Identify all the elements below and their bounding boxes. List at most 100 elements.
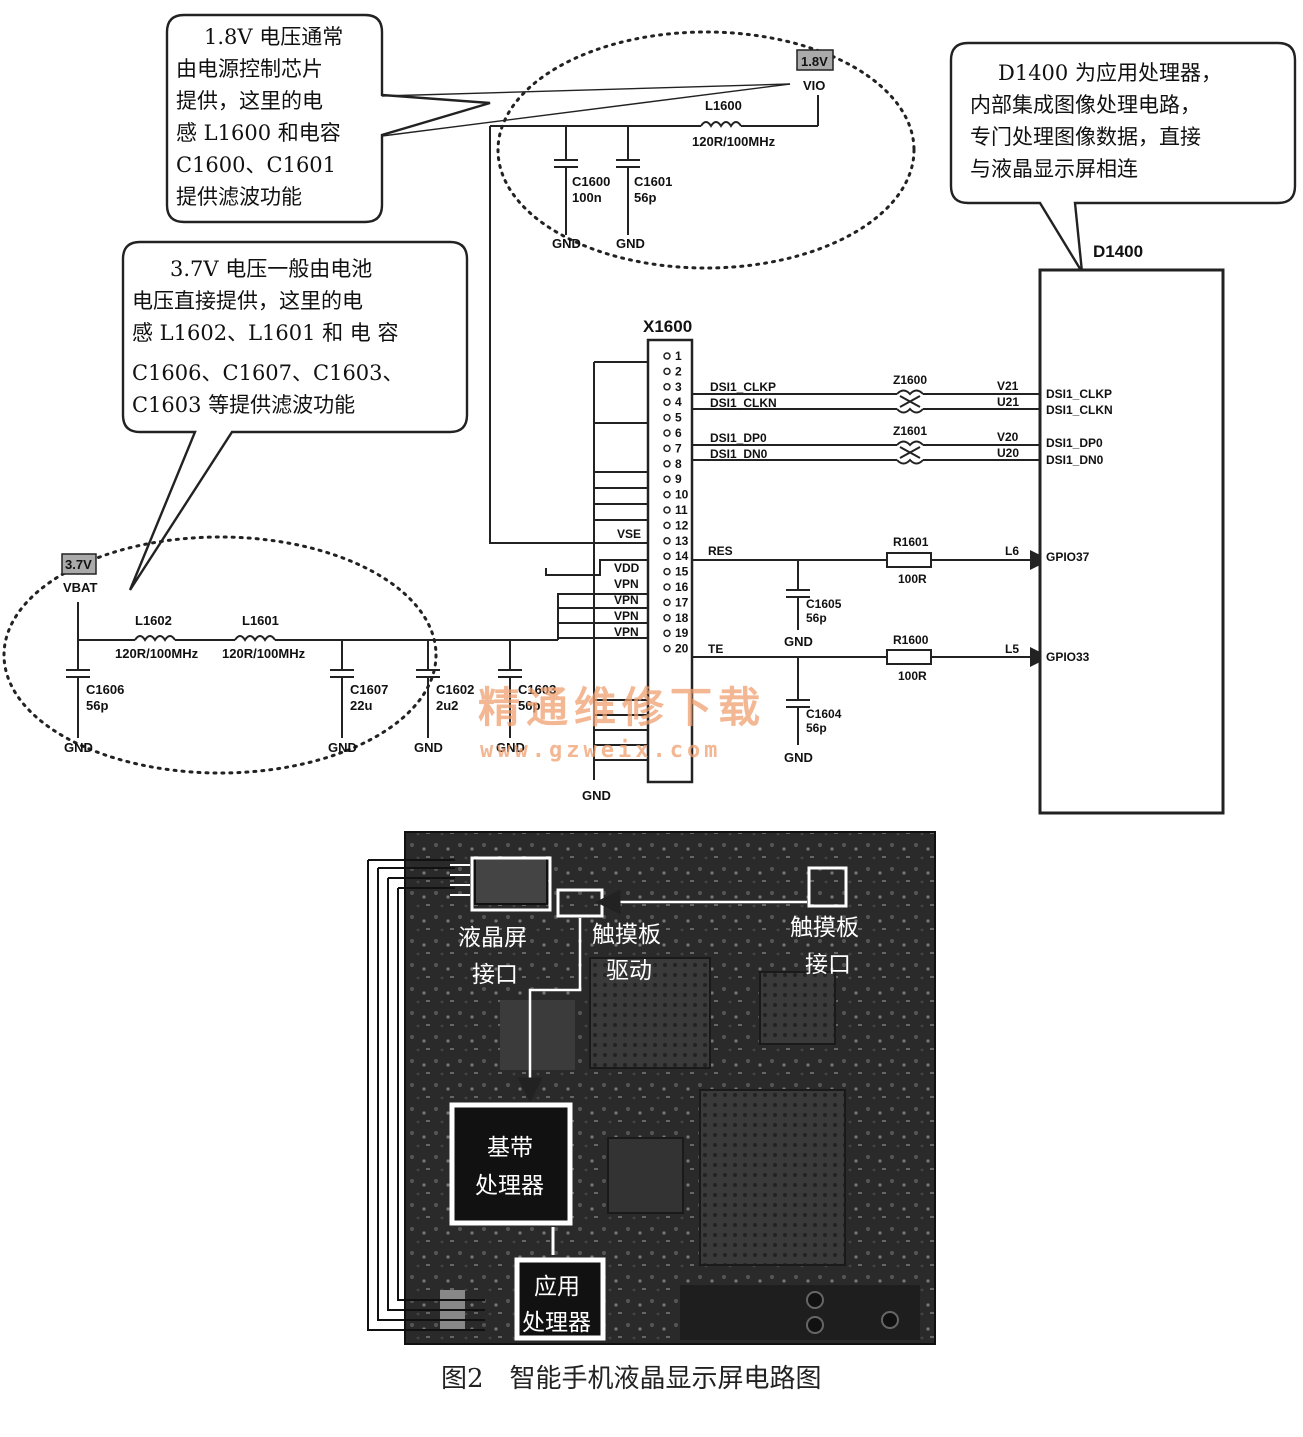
x1600-pin-pad xyxy=(663,506,671,514)
callout-1v8-line-5: C1600、C1601 xyxy=(176,153,336,177)
x1600-gnd-bus xyxy=(593,361,648,780)
x1600-pin-number: 8 xyxy=(675,457,682,471)
vio-filter-block: 1.8V VIO L1600 120R/100MHz C1600 100n GN… xyxy=(490,30,916,270)
vdd-wire xyxy=(545,559,648,576)
d1400-body xyxy=(1038,268,1225,815)
baseband-label-1: 基带 xyxy=(487,1135,533,1161)
callout-d1400-line-3: 专门处理图像数据，直接 xyxy=(970,125,1201,149)
watermark-url: www.gzweix.com xyxy=(480,738,721,763)
x1600-pin-pad xyxy=(663,413,671,422)
d1400-pin-gpio33: GPIO33 xyxy=(1046,650,1090,664)
x1600-pin-number: 3 xyxy=(675,380,682,394)
x1600-pin-pad xyxy=(663,460,671,468)
sig-te: TE xyxy=(708,642,723,656)
x1600-pin-pad xyxy=(663,367,671,376)
c1602-value: 2u2 xyxy=(436,698,458,713)
c1605-gnd: GND xyxy=(784,634,813,649)
ball-u21: U21 xyxy=(997,395,1019,409)
c1602-gnd: GND xyxy=(414,740,443,755)
x1600-pin-pad xyxy=(663,475,671,483)
c1604-value: 56p xyxy=(806,721,827,735)
touch-port-box xyxy=(807,866,848,908)
callout-d1400: D1400 为应用处理器， 内部集成图像处理电路， 专门处理图像数据，直接 与液… xyxy=(949,41,1297,273)
dsi-signal-lines: DSI1_CLKP DSI1_CLKN DSI1_DP0 DSI1_DN0 Z1… xyxy=(692,373,1040,465)
callout-d1400-line-1: D1400 为应用处理器， xyxy=(998,61,1222,85)
x1600-pin-number: 12 xyxy=(675,518,689,532)
sig-dsi1-clkp: DSI1_CLKP xyxy=(710,380,776,394)
figure-caption: 图2 智能手机液晶显示屏电路图 xyxy=(441,1364,822,1394)
touch-driver-label-1: 触摸板 xyxy=(592,922,661,948)
l1600-value: 120R/100MHz xyxy=(692,134,776,149)
x1600-pin-number: 20 xyxy=(675,642,689,656)
x1600-pin-number: 5 xyxy=(675,411,682,425)
x1600-pin-pad xyxy=(663,521,671,530)
c1603-gnd: GND xyxy=(496,740,525,755)
c1607-gnd: GND xyxy=(328,740,357,755)
vpn-label-2: VPN xyxy=(614,593,639,607)
x1600-pin-pad xyxy=(663,429,671,437)
baseband-box xyxy=(449,1102,573,1226)
c1603-name: C1603 xyxy=(518,682,556,697)
vbat-net-label: VBAT xyxy=(63,580,97,595)
vbat-filter-block: 3.7V VBAT L1602 120R/100MHz L1601 120R/1… xyxy=(2,535,558,775)
x1600-pin-number: 7 xyxy=(675,441,682,455)
r1601-name: R1601 xyxy=(893,535,929,549)
r1600-value: 100R xyxy=(898,669,927,683)
touch-port-label-1: 触摸板 xyxy=(790,915,859,941)
x1600-pin-pad xyxy=(663,552,671,560)
vbat-highlight-ellipse xyxy=(2,535,438,775)
x1600-pin-number: 17 xyxy=(675,595,689,609)
r1601-body xyxy=(886,552,932,568)
r1600-body xyxy=(886,649,932,665)
l1600-name: L1600 xyxy=(705,98,742,113)
c1607-name: C1607 xyxy=(350,682,388,697)
vio-net-label: VIO xyxy=(803,78,825,93)
vbat-rail-badge xyxy=(61,553,97,575)
res-te-lines: RES R1601 100R L6 C1605 56p GND TE R1600… xyxy=(692,535,1050,765)
x1600-pin-pad xyxy=(663,629,671,637)
watermark-cn: 精通维修下载 xyxy=(478,683,766,732)
c1600-gnd: GND xyxy=(552,236,581,251)
x1600-pin-number: 10 xyxy=(675,488,689,502)
x1600-pin-pad xyxy=(663,383,671,391)
app-label-2: 处理器 xyxy=(522,1310,591,1336)
c1600-value: 100n xyxy=(572,190,602,205)
callout-d1400-line-4: 与液晶显示屏相连 xyxy=(970,157,1138,181)
callout-1v8-line-4: 感 L1600 和电容 xyxy=(176,121,341,145)
ball-v20: V20 xyxy=(997,430,1019,444)
x1600-pin-pad xyxy=(663,398,671,406)
ball-l6: L6 xyxy=(1005,544,1019,558)
touch-driver-label-2: 驱动 xyxy=(606,958,652,984)
x1600-pin-number: 1 xyxy=(675,349,682,363)
x1600-pin-number: 18 xyxy=(675,611,689,625)
app-label-1: 应用 xyxy=(534,1274,580,1300)
sig-dsi1-dn0: DSI1_DN0 xyxy=(710,447,768,461)
callout-1v8-line-2: 由电源控制芯片 xyxy=(176,57,323,81)
vio-rail-label: 1.8V xyxy=(801,54,828,69)
d1400-chip: D1400 DSI1_CLKP DSI1_CLKN DSI1_DP0 DSI1_… xyxy=(1038,242,1225,815)
lcd-label-1: 液晶屏 xyxy=(458,925,527,951)
x1600-gnd: GND xyxy=(582,788,611,803)
x1600-pin-pad xyxy=(663,583,671,591)
ball-v21: V21 xyxy=(997,379,1019,393)
l1602-name: L1602 xyxy=(135,613,172,628)
c1605-name: C1605 xyxy=(806,597,842,611)
x1600-pin-number: 13 xyxy=(675,534,689,548)
x1600-pin-pad xyxy=(663,567,671,576)
x1600-pin-pad xyxy=(663,352,671,360)
touch-port-label-2: 接口 xyxy=(805,952,851,978)
l1602-value: 120R/100MHz xyxy=(115,646,199,661)
x1600-title: X1600 xyxy=(643,317,692,336)
c1601-gnd: GND xyxy=(616,236,645,251)
app-processor-box xyxy=(514,1257,606,1341)
x1600-pin-number: 4 xyxy=(675,395,682,409)
x1600-pin-number: 14 xyxy=(675,549,689,563)
sig-dsi1-dp0: DSI1_DP0 xyxy=(710,431,767,445)
callout-1v8-line-6: 提供滤波功能 xyxy=(176,185,302,209)
callout-3v7-line-3: 感 L1602、L1601 和 电 容 xyxy=(132,321,398,345)
callout-3v7-line-4: C1606、C1607、C1603、 xyxy=(132,361,404,385)
pcb-photo: 基带 处理器 应用 处理器 液晶屏 接口 触摸板 驱动 触摸板 接口 xyxy=(367,831,936,1345)
ball-u20: U20 xyxy=(997,446,1019,460)
